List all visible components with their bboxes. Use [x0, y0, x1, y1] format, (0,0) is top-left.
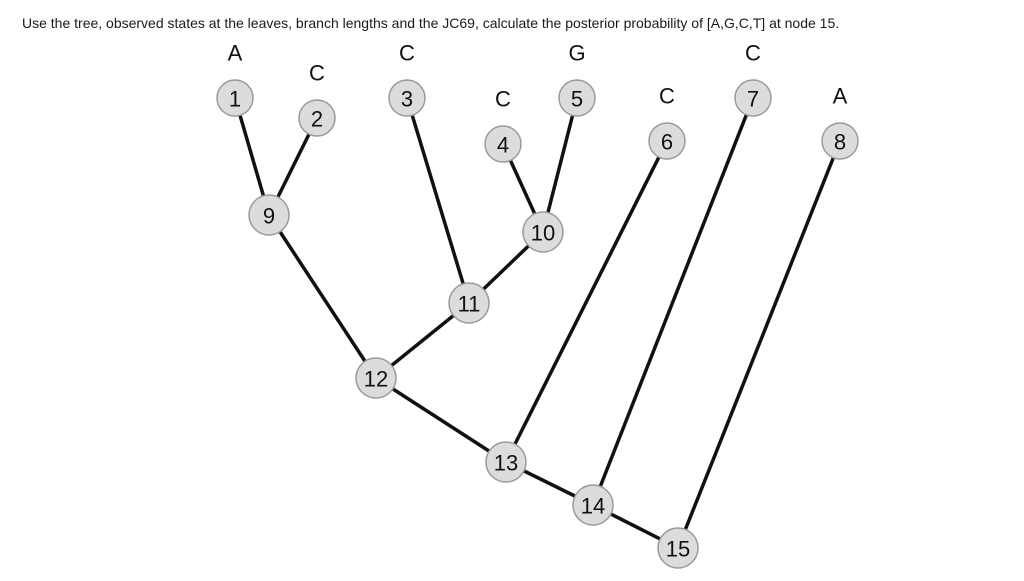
node-7: 7 — [734, 79, 772, 117]
node-label: 5 — [571, 87, 583, 112]
node-label: 9 — [263, 204, 275, 229]
node-14: 14 — [572, 484, 614, 526]
node-circle — [355, 357, 397, 399]
node-circle — [572, 484, 614, 526]
node-circle — [558, 79, 596, 117]
edge-8-15 — [676, 139, 842, 550]
node-circle — [248, 194, 290, 236]
leaf-state-6: C — [659, 84, 675, 109]
node-circle — [298, 99, 336, 137]
node-label: 14 — [581, 494, 605, 519]
edge-5-10 — [541, 96, 579, 234]
node-circle — [657, 527, 699, 569]
node-label: 10 — [531, 221, 555, 246]
node-circle — [448, 282, 490, 324]
node-label: 13 — [494, 451, 518, 476]
node-label: 1 — [229, 87, 241, 112]
leaf-state-8: A — [833, 84, 848, 109]
node-11: 11 — [448, 282, 490, 324]
node-circle — [484, 125, 522, 163]
edge-6-13 — [504, 139, 669, 464]
node-label: 7 — [747, 87, 759, 112]
node-label: 2 — [311, 107, 323, 132]
leaf-state-1: A — [228, 41, 243, 66]
edge-7-14 — [591, 96, 755, 507]
edge-12-13 — [374, 376, 508, 464]
node-label: 11 — [458, 292, 481, 317]
node-12: 12 — [355, 357, 397, 399]
node-circle — [485, 441, 527, 483]
node-circle — [821, 122, 859, 160]
node-circle — [648, 122, 686, 160]
node-13: 13 — [485, 441, 527, 483]
leaf-state-4: C — [495, 87, 511, 112]
leaf-state-3: C — [399, 41, 415, 66]
edge-3-11 — [405, 96, 471, 305]
node-8: 8 — [821, 122, 859, 160]
node-label: 6 — [661, 130, 673, 155]
leaf-state-7: C — [745, 41, 761, 66]
leaf-state-5: G — [568, 41, 585, 66]
leaf-states: A C C C G C C A — [228, 41, 848, 112]
tree-edges — [233, 96, 842, 550]
node-label: 8 — [834, 130, 846, 155]
node-5: 5 — [558, 79, 596, 117]
node-4: 4 — [484, 125, 522, 163]
node-label: 12 — [364, 367, 388, 392]
leaf-state-2: C — [309, 61, 325, 86]
node-circle — [734, 79, 772, 117]
node-2: 2 — [298, 99, 336, 137]
node-circle — [522, 211, 564, 253]
node-1: 1 — [216, 79, 254, 117]
node-10: 10 — [522, 211, 564, 253]
node-label: 4 — [497, 133, 509, 158]
node-circle — [216, 79, 254, 117]
edge-9-12 — [267, 213, 378, 380]
node-6: 6 — [648, 122, 686, 160]
node-label: 15 — [666, 537, 690, 562]
node-9: 9 — [248, 194, 290, 236]
node-circle — [388, 79, 426, 117]
node-3: 3 — [388, 79, 426, 117]
node-label: 3 — [401, 87, 413, 112]
question-text: Use the tree, observed states at the lea… — [22, 15, 840, 31]
node-15: 15 — [657, 527, 699, 569]
